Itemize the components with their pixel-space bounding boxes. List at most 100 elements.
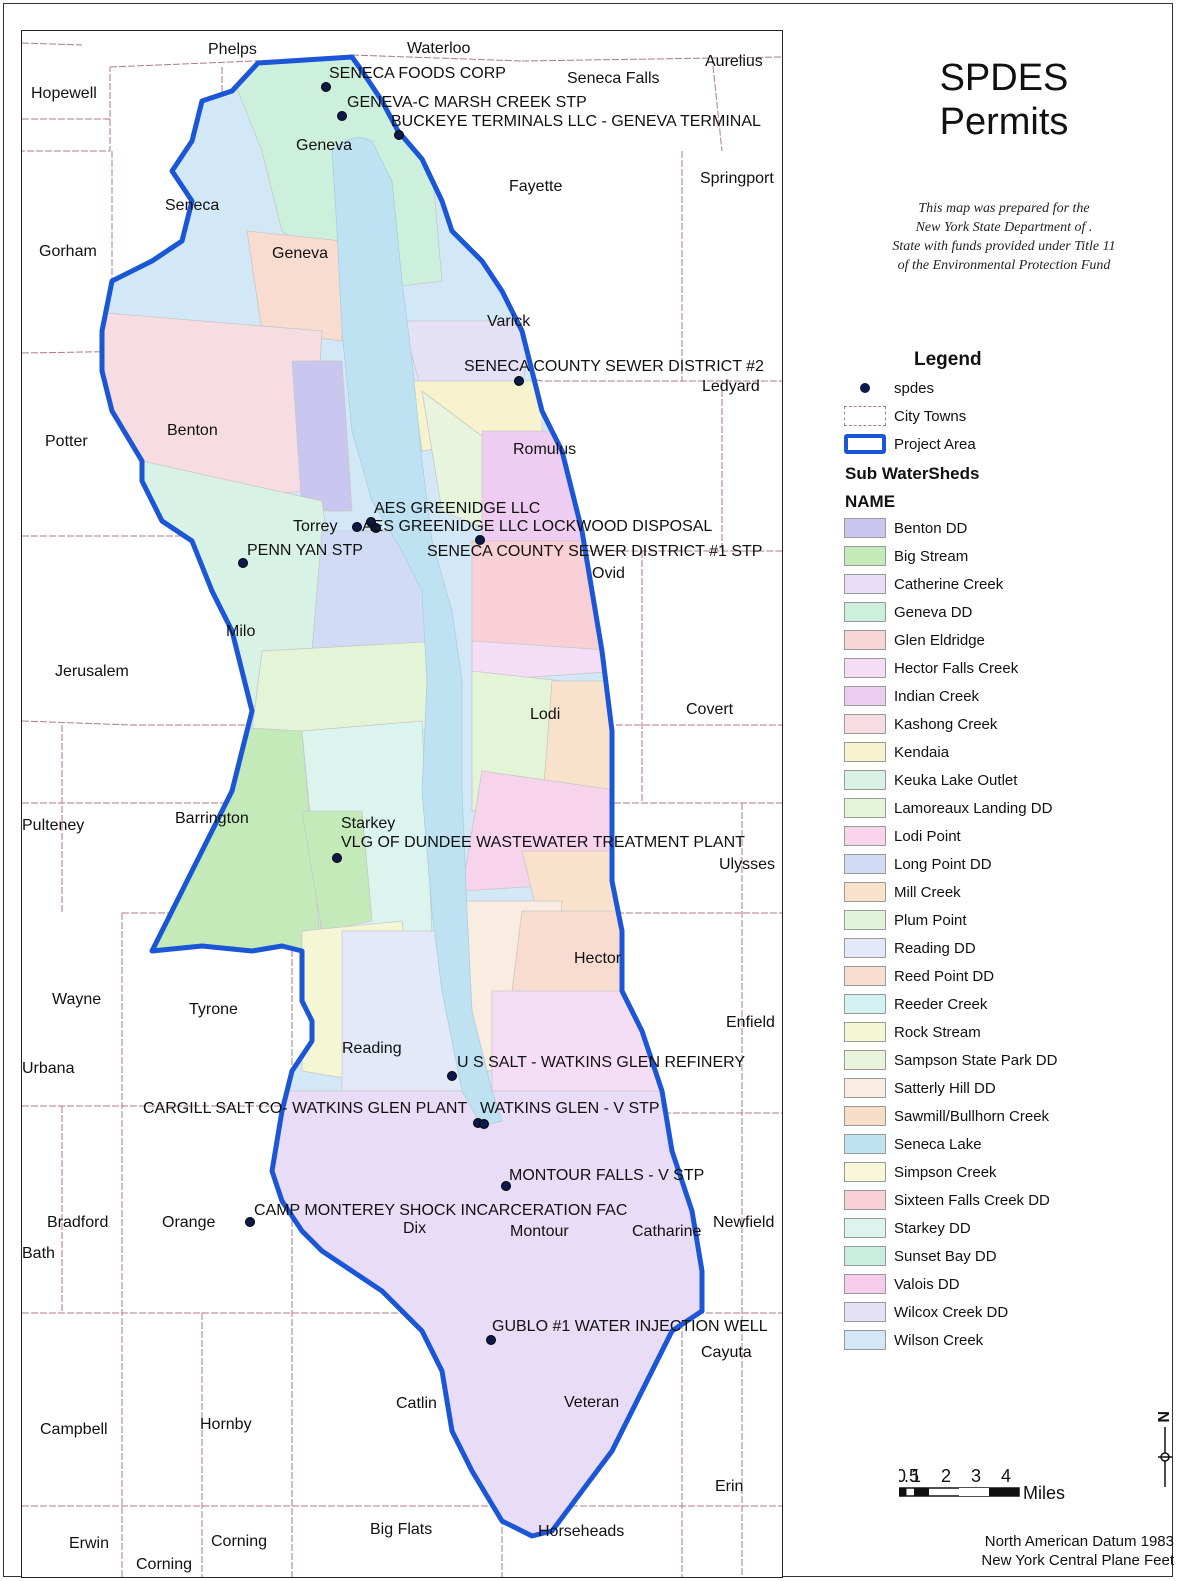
town-label: Fayette [509, 178, 563, 195]
town-label: Cayuta [701, 1344, 752, 1361]
town-label: Corning [136, 1556, 193, 1573]
scale-unit: Miles [1023, 1483, 1065, 1503]
watershed-label: Big Stream [894, 547, 969, 565]
map-title-line1: SPDES [939, 57, 1069, 99]
watershed-label: Lodi Point [894, 827, 961, 845]
legend-watershed-row: Mill Creek [844, 881, 961, 903]
legend-subwatersheds-heading: Sub WaterSheds [845, 464, 980, 483]
permit-label: GENEVA-C MARSH CREEK STP [347, 94, 587, 111]
watershed-swatch [844, 1330, 886, 1350]
town-label: Tyrone [189, 1001, 238, 1018]
spdes-point[interactable] [245, 1217, 255, 1227]
map-frame: Phelps Waterloo Aurelius Hopewell Seneca… [21, 30, 783, 1578]
watershed-label: Reed Point DD [894, 967, 995, 985]
watershed-swatch [844, 602, 886, 622]
spdes-point[interactable] [371, 523, 381, 533]
spdes-point[interactable] [479, 1119, 489, 1129]
permit-label: VLG OF DUNDEE WASTEWATER TREATMENT PLANT [341, 834, 745, 851]
watershed-label: Catherine Creek [894, 575, 1004, 593]
permit-label: SENECA COUNTY SEWER DISTRICT #2 [464, 358, 764, 375]
town-label: Lodi [530, 706, 561, 723]
legend-watershed-row: Catherine Creek [844, 573, 1003, 595]
watershed-swatch [844, 826, 886, 846]
town-label: Seneca [165, 197, 220, 214]
watershed-label: Rock Stream [894, 1023, 981, 1041]
watershed-swatch [844, 546, 886, 566]
watershed-label: Reeder Creek [894, 995, 988, 1013]
permit-label: PENN YAN STP [247, 542, 363, 559]
town-label: Newfield [713, 1214, 775, 1231]
credit-line: This map was prepared for the [918, 201, 1090, 216]
spdes-point[interactable] [447, 1071, 457, 1081]
legend-project-area: Project Area [844, 433, 976, 455]
town-label: Benton [167, 422, 218, 439]
town-label: Ledyard [702, 378, 760, 395]
legend-watershed-row: Wilson Creek [844, 1329, 983, 1351]
town-label: Orange [162, 1214, 216, 1231]
datum-note: North American Datum 1983 New York Centr… [944, 1532, 1174, 1570]
permit-label: BUCKEYE TERMINALS LLC - GENEVA TERMINAL [391, 113, 761, 130]
watershed-label: Valois DD [894, 1275, 960, 1293]
spdes-point[interactable] [475, 535, 485, 545]
watershed-swatch [844, 742, 886, 762]
watershed-swatch [844, 1022, 886, 1042]
town-label: Gorham [39, 243, 97, 260]
legend-watershed-row: Wilcox Creek DD [844, 1301, 1008, 1323]
town-label: Starkey [341, 815, 396, 832]
watershed-label: Lamoreaux Landing DD [894, 799, 1053, 817]
town-label: Hector [574, 950, 622, 967]
legend-watershed-row: Reeder Creek [844, 993, 987, 1015]
town-label: Campbell [40, 1421, 108, 1438]
spdes-point[interactable] [238, 558, 248, 568]
city-towns-swatch [844, 406, 886, 426]
watershed-swatch [844, 1190, 886, 1210]
permit-label: U S SALT - WATKINS GLEN REFINERY [457, 1054, 746, 1071]
legend-watershed-row: Big Stream [844, 545, 968, 567]
watershed-swatch [844, 882, 886, 902]
credit-line: of the Environmental Protection Fund [897, 258, 1111, 273]
town-label: Geneva [272, 245, 329, 262]
spdes-point[interactable] [332, 853, 342, 863]
town-label: Catlin [396, 1395, 437, 1412]
watershed-swatch [844, 1050, 886, 1070]
town-label: Barrington [175, 810, 249, 827]
north-arrow: N [1154, 1409, 1176, 1489]
spdes-point[interactable] [501, 1181, 511, 1191]
legend-watershed-row: Sampson State Park DD [844, 1049, 1057, 1071]
credit-line: State with funds provided under Title 11 [892, 239, 1116, 254]
watershed-label: Benton DD [894, 519, 968, 537]
legend-watershed-row: Valois DD [844, 1273, 960, 1295]
spdes-point[interactable] [514, 376, 524, 386]
map-title-line2: Permits [939, 101, 1069, 143]
town-label: Geneva [296, 137, 353, 154]
town-label: Erin [715, 1478, 744, 1495]
watershed-label: Seneca Lake [894, 1135, 982, 1153]
watershed-swatch [844, 518, 886, 538]
watershed-swatch [844, 1078, 886, 1098]
legend-watershed-row: Sixteen Falls Creek DD [844, 1189, 1050, 1211]
scale-tick-label: 0 [899, 1466, 906, 1486]
legend-watershed-row: Kashong Creek [844, 713, 997, 735]
scale-tick-label: 3 [971, 1466, 981, 1486]
scale-tick-label: 2 [941, 1466, 951, 1486]
watershed-label: Simpson Creek [894, 1163, 997, 1181]
map-title: SPDES Permits [874, 56, 1134, 144]
spdes-point[interactable] [394, 130, 404, 140]
legend-title: Legend [914, 349, 982, 370]
watershed-label: Geneva DD [894, 603, 973, 621]
town-label: Erwin [69, 1535, 110, 1552]
permit-label: CARGILL SALT CO- WATKINS GLEN PLANT [143, 1100, 468, 1117]
town-label: Hopewell [31, 85, 97, 102]
town-label: Bradford [47, 1214, 109, 1231]
permit-label: SENECA FOODS CORP [329, 65, 506, 82]
watershed-label: Indian Creek [894, 687, 980, 705]
spdes-point[interactable] [337, 111, 347, 121]
legend-watershed-row: Reading DD [844, 937, 976, 959]
spdes-point[interactable] [486, 1335, 496, 1345]
spdes-point[interactable] [321, 82, 331, 92]
legend-city-towns: City Towns [844, 405, 966, 427]
watershed-label: Wilcox Creek DD [894, 1303, 1009, 1321]
town-label: Bath [22, 1245, 55, 1262]
spdes-point[interactable] [352, 522, 362, 532]
